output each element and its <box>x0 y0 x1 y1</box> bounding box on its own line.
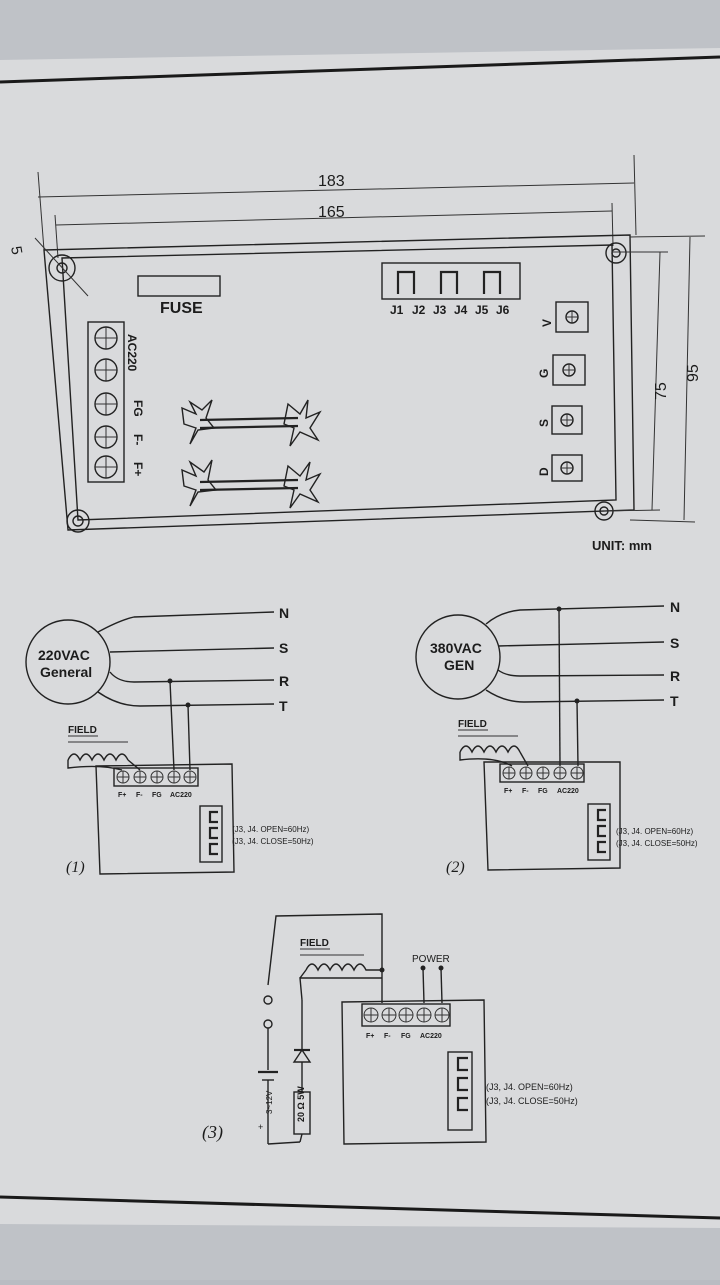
d3-term-ac220: AC220 <box>420 1033 442 1040</box>
d2-term-ac220: AC220 <box>557 788 579 795</box>
d2-jumper-note1: (J3, J4. OPEN=60Hz) <box>616 827 693 836</box>
mechanical-drawing: 183 165 5 75 95 UNIT: mm FUSE <box>7 154 706 553</box>
d1-jumper-note1: (J3, J4. OPEN=60Hz) <box>232 825 309 834</box>
dim-inner-width: 165 <box>318 204 345 221</box>
paper <box>0 48 720 1228</box>
d3-jumper-note2: (J3, J4. CLOSE=50Hz) <box>486 1096 578 1106</box>
d2-jumper-block <box>587 803 611 861</box>
dim-total-height: 95 <box>685 364 702 382</box>
d3-power-label: POWER <box>412 954 450 965</box>
d2-line-t: T <box>670 693 679 709</box>
jumper-pins <box>396 270 502 294</box>
d2-field-label-unlabeled: FIELD <box>458 719 487 730</box>
d2-terminal-screws <box>502 766 584 780</box>
dim-total-width: 183 <box>318 173 345 190</box>
fuse-label: FUSE <box>160 300 203 317</box>
wiring-diagram-3: FIELD POWER + 3~12V 20 Ω 5W <box>202 913 578 1145</box>
terminal-label-f-minus: F- <box>131 434 145 445</box>
source-220vac <box>25 619 111 705</box>
terminal-label-fg: FG <box>131 400 145 417</box>
terminal-label-ac220: AC220 <box>125 334 139 372</box>
d1-term-fplus: F+ <box>118 792 126 799</box>
d2-index: (2) <box>446 859 465 876</box>
d2-source-line1: 380VAC <box>430 640 482 656</box>
fuse-holder <box>137 275 221 297</box>
d1-source-line1: 220VAC <box>38 647 90 663</box>
dim-inner-height: 75 <box>653 382 670 400</box>
jumper-label-j2: J2 <box>412 303 426 317</box>
d1-jumper-note2: (J3, J4. CLOSE=50Hz) <box>232 837 314 846</box>
d1-terminal-screws <box>116 770 197 784</box>
d3-jumper-block <box>447 1051 473 1131</box>
d3-jumper-note1: (J3, J4. OPEN=60Hz) <box>486 1082 573 1092</box>
pot-label-g: G <box>537 369 551 378</box>
d2-term-fminus: F- <box>522 788 529 795</box>
d1-regulator-box <box>95 763 235 875</box>
source-380vac <box>415 614 501 700</box>
d2-regulator-box <box>483 761 621 871</box>
potentiometers <box>551 301 589 482</box>
page-bottom-rule <box>0 1195 720 1220</box>
terminal-screws <box>94 326 118 479</box>
heatsink-symbols <box>181 399 322 509</box>
d2-term-fplus: F+ <box>504 788 512 795</box>
d2-term-fg: FG <box>538 788 548 795</box>
d3-regulator-box <box>341 999 487 1145</box>
d3-field-label: FIELD <box>300 938 329 949</box>
d1-field-label: FIELD <box>68 725 97 736</box>
d2-line-s: S <box>670 635 679 651</box>
d1-term-fminus: F- <box>136 792 143 799</box>
d3-terminal-screws <box>363 1007 450 1023</box>
d1-term-ac220: AC220 <box>170 792 192 799</box>
d1-line-n: N <box>279 605 289 621</box>
jumper-label-j3: J3 <box>433 303 447 317</box>
d1-line-t: T <box>279 698 288 714</box>
jumper-label-j4: J4 <box>454 303 468 317</box>
d1-jumper-block <box>199 805 223 863</box>
pot-label-d: D <box>537 467 551 476</box>
mount-hole-tl <box>48 254 76 282</box>
d2-line-r: R <box>670 668 680 684</box>
terminal-block <box>87 321 125 483</box>
pot-label-v: V <box>540 319 554 327</box>
page-top-rule <box>0 55 720 84</box>
board-inner-outline <box>61 244 617 521</box>
jumper-block <box>381 262 521 300</box>
d3-term-fminus: F- <box>384 1033 391 1040</box>
d2-line-n: N <box>670 599 680 615</box>
d3-term-fplus: F+ <box>366 1033 374 1040</box>
terminal-label-f-plus: F+ <box>131 462 145 476</box>
wiring-diagram-1: 220VAC General N S R T FIELD F+ F- <box>25 605 314 876</box>
jumper-label-j5: J5 <box>475 303 489 317</box>
d1-term-fg: FG <box>152 792 162 799</box>
d3-battery-plus-sign: + <box>258 1122 263 1132</box>
d2-jumper-note2: (J3, J4. CLOSE=50Hz) <box>616 839 698 848</box>
unit-label: UNIT: mm <box>592 538 652 553</box>
pot-label-s: S <box>537 419 551 427</box>
d1-line-r: R <box>279 673 289 689</box>
hole-diameter: 5 <box>7 245 25 256</box>
d1-source-line2: General <box>40 664 92 680</box>
jumper-label-j1: J1 <box>390 303 404 317</box>
mount-hole-bl <box>66 509 90 533</box>
wiring-diagram-2: 380VAC GEN N S R T FIELD F+ F- FG <box>415 599 698 876</box>
mount-hole-tr <box>605 242 627 264</box>
d1-index: (1) <box>66 859 85 876</box>
d3-resistor-label: 20 Ω 5W <box>296 1086 306 1122</box>
d1-line-s: S <box>279 640 288 656</box>
d3-battery-label: 3~12V <box>265 1090 274 1114</box>
d3-term-fg: FG <box>401 1033 411 1040</box>
d2-source-line2: GEN <box>444 657 474 673</box>
jumper-label-j6: J6 <box>496 303 510 317</box>
d3-index: (3) <box>202 1122 223 1143</box>
